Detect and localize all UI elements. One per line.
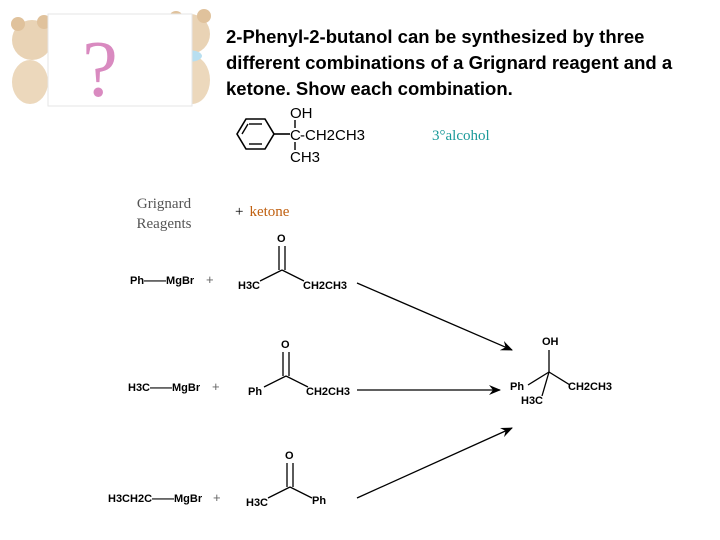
row2-ketone-left: Ph: [248, 386, 263, 398]
product-right: CH2CH3: [568, 381, 613, 393]
arrow-icon: [356, 427, 513, 499]
grignard-heading-line2: Reagents: [136, 216, 192, 232]
row2-plus: +: [212, 379, 220, 394]
row2-ketone-o: O: [281, 339, 290, 351]
row1-ketone-left: H3C: [238, 280, 261, 292]
row3-ketone-right: Ph: [312, 495, 327, 507]
ketone-heading-plus: +: [235, 204, 244, 220]
row3-ketone-left: H3C: [246, 497, 269, 509]
top-c-label: C: [290, 127, 301, 144]
grignard-heading: Grignard Reagents: [124, 194, 204, 234]
row2-ketone-bonds: [263, 352, 309, 388]
row1-plus: +: [206, 272, 214, 287]
product-bonds: [527, 350, 571, 397]
alcohol-class-label: 3°alcohol: [432, 128, 490, 144]
grignard-heading-line1: Grignard: [136, 196, 192, 212]
row2-ketone-right: CH2CH3: [306, 386, 351, 398]
top-ch3-label: CH3: [290, 149, 321, 166]
product-bottom: H3C: [521, 395, 544, 407]
product-left: Ph: [510, 381, 525, 393]
ketone-heading-label: ketone: [249, 204, 290, 220]
row3-plus: +: [213, 490, 221, 505]
row3-ketone-o: O: [285, 450, 294, 462]
row1-grignard: Ph——MgBr: [130, 275, 195, 287]
svg-text:?: ?: [82, 26, 118, 114]
product-oh: OH: [542, 336, 559, 348]
arrow-icon: [356, 282, 513, 351]
row1-ketone-right: CH2CH3: [303, 280, 348, 292]
row1-ketone-o: O: [277, 233, 286, 245]
top-oh-label: OH: [290, 105, 313, 122]
row1-ketone-bonds: [259, 246, 305, 282]
row3-grignard: H3CH2C——MgBr: [108, 493, 203, 505]
row2-grignard: H3C——MgBr: [128, 382, 201, 394]
page-title: 2-Phenyl-2-butanol can be synthesized by…: [226, 26, 673, 99]
row3-ketone-bonds: [267, 463, 313, 499]
top-ch2ch3-label: -CH2CH3: [300, 127, 366, 144]
ketone-heading: + ketone: [235, 204, 289, 221]
